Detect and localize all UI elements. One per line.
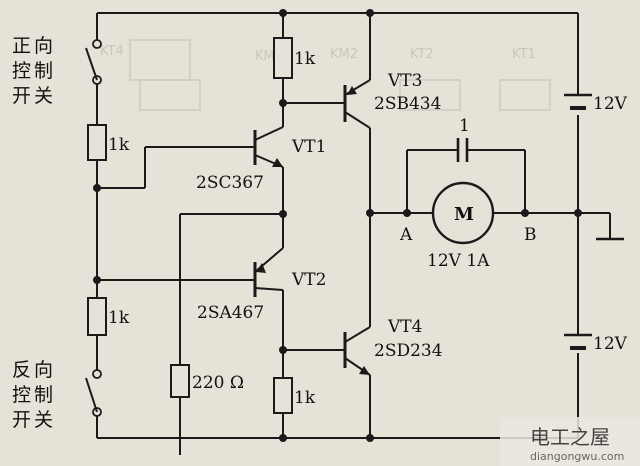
battery-top-label: 12V: [593, 94, 628, 114]
resistor-left-bottom-label: 1k: [108, 308, 130, 328]
reverse-switch-label-5: 开: [12, 409, 31, 431]
vt1-part-label: 2SC367: [196, 173, 264, 193]
forward-switch-label-1: 正: [12, 35, 31, 57]
vt4-part-label: 2SD234: [374, 341, 443, 361]
node-a-label: A: [399, 225, 413, 245]
motor-icon: [431, 181, 495, 245]
resistor-top-label: 1k: [294, 49, 316, 69]
reverse-switch: [85, 369, 102, 417]
watermark-box: [500, 417, 640, 466]
resistor-bottom-label: 1k: [294, 388, 316, 408]
forward-switch: [85, 39, 102, 85]
capacitor: [456, 138, 469, 162]
reverse-switch-label-4: 制: [34, 384, 53, 406]
reverse-switch-label-3: 控: [12, 384, 31, 406]
transistor-vt1: [253, 126, 284, 168]
ghost-box: [129, 39, 191, 81]
forward-switch-label-5: 开: [12, 85, 31, 107]
ghost-box: [139, 79, 201, 111]
ghost-box: [499, 79, 551, 111]
vt3-part-label: 2SB434: [374, 94, 441, 114]
emitter-arrow-icon: [359, 366, 370, 375]
watermark-title: 电工之屋: [530, 425, 610, 449]
transistor-vt3: [343, 79, 371, 129]
vt1-label: VT1: [291, 137, 326, 157]
background-print: KT4 KM3 KT2 KT1 KM2: [100, 39, 551, 111]
reverse-switch-label-1: 反: [12, 359, 31, 381]
resistor-top: [273, 37, 293, 79]
vt3-label: VT3: [387, 71, 422, 91]
ghost-text: KT2: [410, 47, 434, 62]
forward-switch-label-3: 控: [12, 60, 31, 82]
motor-label: M: [454, 204, 474, 225]
ghost-text: KT4: [100, 44, 124, 59]
resistor-left-top: [87, 124, 107, 161]
resistor-left-bottom: [87, 297, 107, 336]
emitter-arrow-icon: [272, 158, 283, 167]
junctions: [93, 9, 582, 442]
transistor-vt2: [253, 247, 284, 297]
emitter-arrow-icon: [347, 86, 357, 95]
forward-switch-label-2: 向: [34, 35, 53, 57]
battery-bottom-label: 12V: [593, 334, 628, 354]
transistor-vt4: [343, 326, 371, 376]
motor-rating-label: 12V 1A: [427, 251, 490, 271]
vt2-part-label: 2SA467: [197, 303, 264, 323]
forward-switch-label-4: 制: [34, 60, 53, 82]
forward-switch-label-6: 关: [34, 85, 53, 107]
wires: [96, 12, 624, 455]
resistor-left-top-label: 1k: [108, 135, 130, 155]
emitter-arrow-icon: [256, 263, 266, 273]
ghost-box: [399, 79, 461, 111]
ghost-text: KT1: [512, 47, 536, 62]
ghost-text: KM2: [330, 47, 358, 62]
battery-bottom: [564, 333, 592, 350]
battery-top: [564, 93, 592, 110]
watermark: 电工之屋 diangongwu.com: [500, 417, 640, 466]
reverse-switch-label-6: 关: [34, 409, 53, 431]
vt2-label: VT2: [291, 270, 326, 290]
resistor-bottom: [273, 377, 293, 414]
reverse-switch-label-2: 向: [34, 359, 53, 381]
vt4-label: VT4: [387, 317, 422, 337]
watermark-url: diangongwu.com: [530, 450, 624, 463]
capacitor-label: 1: [459, 116, 470, 136]
resistor-220-label: 220 Ω: [192, 373, 244, 393]
resistor-220: [170, 364, 190, 398]
node-b-label: B: [524, 225, 537, 245]
